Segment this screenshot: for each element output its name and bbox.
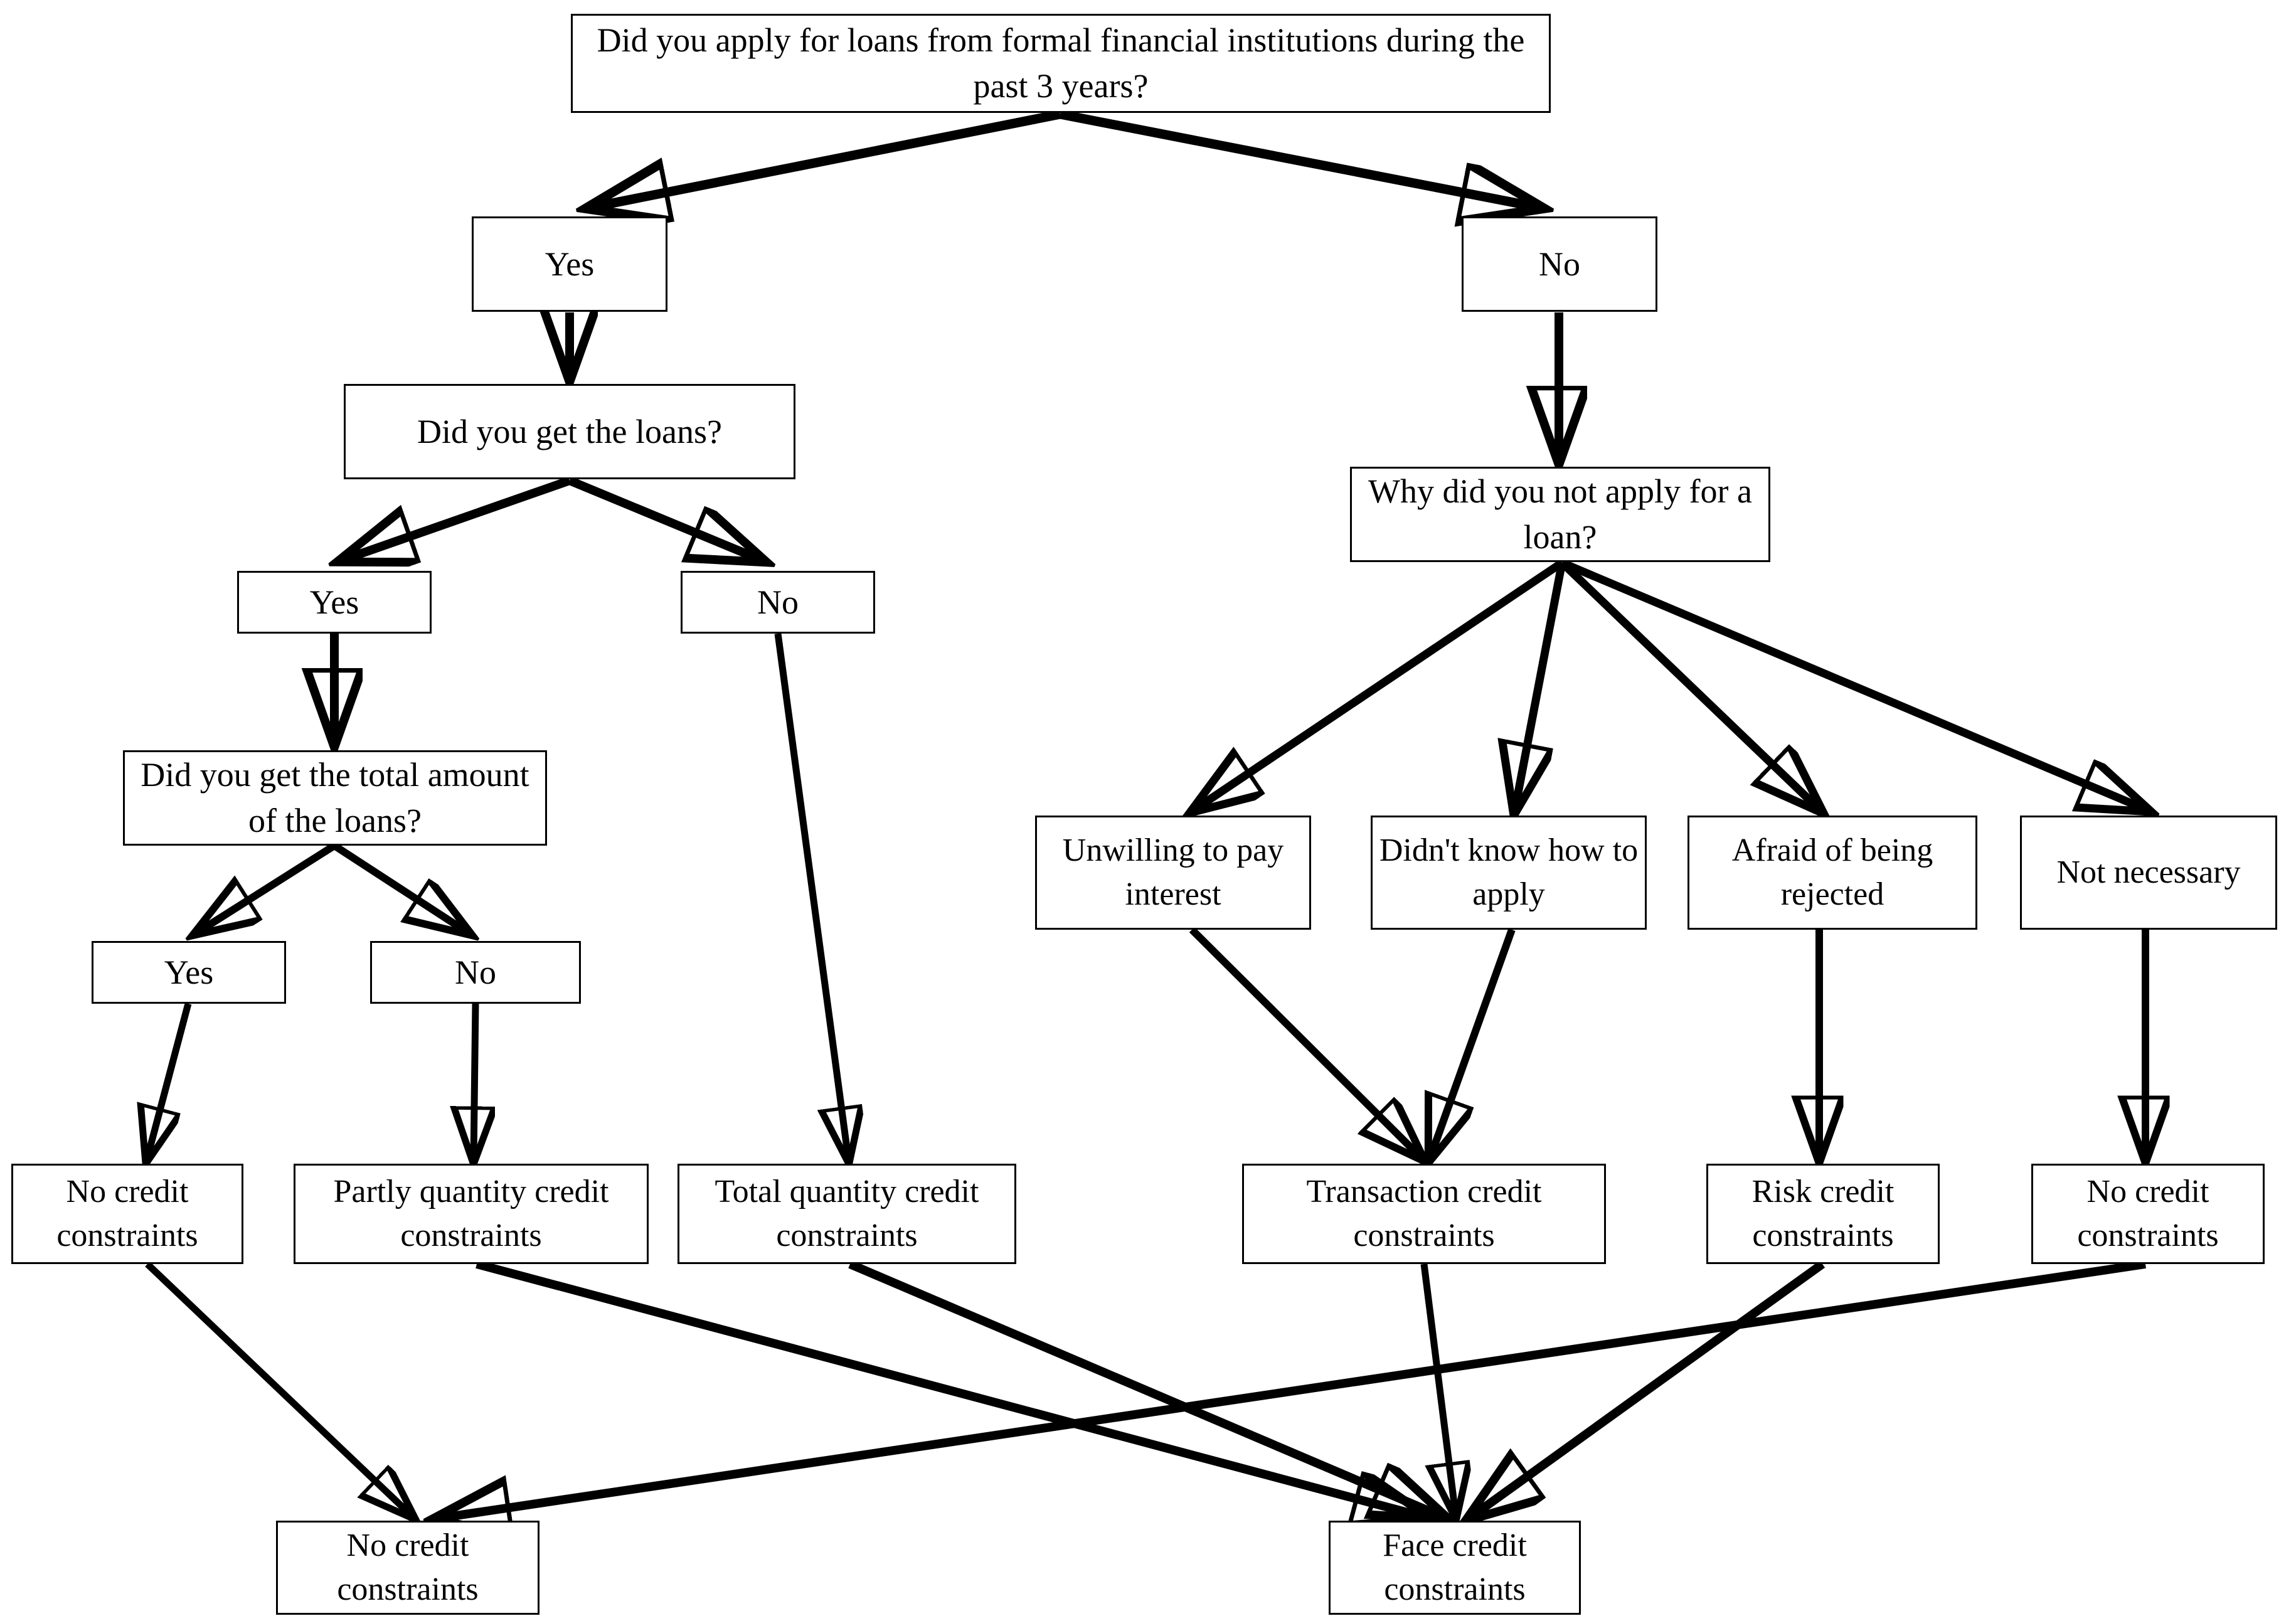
- node-total-amount-question: Did you get the total amount of the loan…: [123, 750, 547, 846]
- edge-whynot-afraid: [1559, 560, 1819, 809]
- node-final-face-credit: Face credit constraints: [1329, 1521, 1581, 1615]
- node-total-yes: Yes: [92, 941, 286, 1004]
- node-out-no-credit-1: No credit constraints: [11, 1164, 243, 1264]
- edge-no-totalquantity: [774, 633, 848, 1157]
- edge-totalamount-yes: [198, 842, 337, 932]
- edge-root-yes: [593, 109, 1061, 207]
- edge-gotloans-yes: [344, 476, 571, 560]
- edge-whynot-notnecessary: [1560, 559, 2145, 809]
- edge-unwilling-transaction: [1189, 927, 1421, 1157]
- node-out-transaction: Transaction credit constraints: [1242, 1164, 1606, 1264]
- edge-transaction-face: [1420, 1263, 1455, 1513]
- edge-whynot-unwilling: [1195, 559, 1565, 809]
- node-reason-didnt-know: Didn't know how to apply: [1371, 816, 1647, 930]
- edge-root-no: [1059, 109, 1537, 207]
- node-final-no-credit: No credit constraints: [276, 1521, 539, 1615]
- node-reason-afraid: Afraid of being rejected: [1687, 816, 1977, 930]
- edge-gotloans-no: [568, 476, 760, 560]
- edge-totalamount-no: [332, 842, 467, 932]
- node-out-partly-quantity: Partly quantity credit constraints: [294, 1164, 649, 1264]
- node-got-loans-question: Did you get the loans?: [344, 384, 795, 479]
- edge-yes-nocredit1: [147, 1002, 192, 1157]
- node-applied-yes: Yes: [472, 216, 667, 312]
- node-out-risk: Risk credit constraints: [1706, 1164, 1940, 1264]
- node-applied-no: No: [1462, 216, 1657, 312]
- edge-nocredit2-final: [439, 1260, 2147, 1518]
- node-why-not-apply-question: Why did you not apply for a loan?: [1350, 467, 1770, 562]
- edge-nocredit1-final: [145, 1262, 411, 1515]
- node-root-question: Did you apply for loans from formal fina…: [571, 14, 1551, 113]
- edge-no-partly: [474, 1003, 476, 1157]
- edge-didntknow-transaction: [1430, 928, 1516, 1157]
- edge-whynot-didntknow: [1515, 561, 1566, 809]
- node-out-no-credit-2: No credit constraints: [2031, 1164, 2265, 1264]
- node-got-loans-no: No: [681, 571, 875, 634]
- node-got-loans-yes: Yes: [237, 571, 432, 634]
- edge-partly-face: [476, 1260, 1424, 1517]
- node-total-no: No: [370, 941, 581, 1004]
- node-out-total-quantity: Total quantity credit constraints: [678, 1164, 1016, 1264]
- edge-risk-face: [1471, 1260, 1826, 1517]
- node-reason-not-necessary: Not necessary: [2020, 816, 2277, 930]
- edge-totalquantity-face: [848, 1260, 1443, 1517]
- node-reason-unwilling: Unwilling to pay interest: [1035, 816, 1311, 930]
